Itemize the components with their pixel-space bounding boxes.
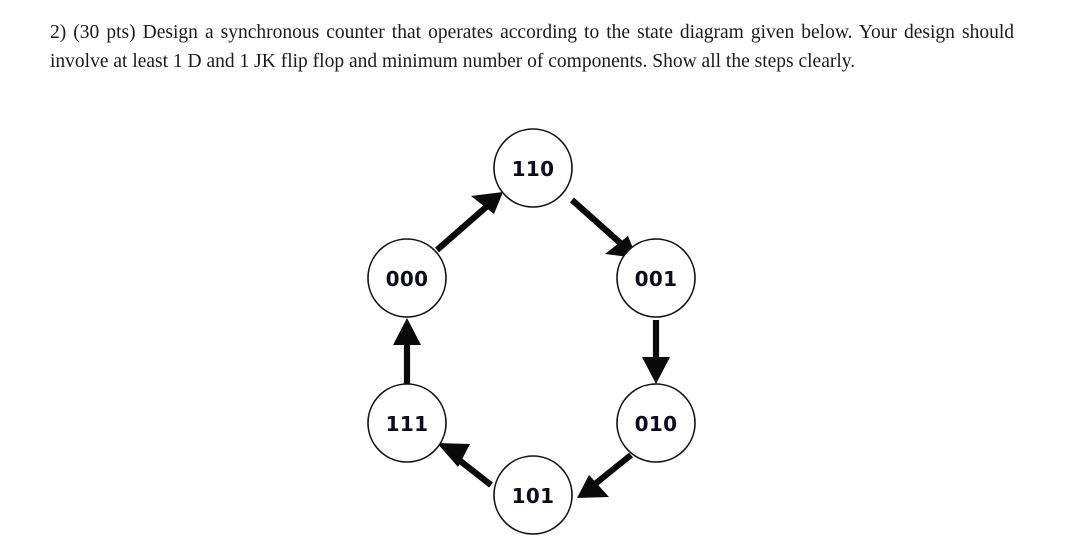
transition-010-to-101-arrowhead <box>577 475 609 498</box>
state-node-110-label: 110 <box>512 157 555 181</box>
state-node-000-label: 000 <box>386 267 429 291</box>
state-node-010-label: 010 <box>635 412 678 436</box>
state-node-000[interactable]: 000 <box>367 238 447 318</box>
transition-000-to-110 <box>434 192 503 253</box>
state-diagram-svg: 110 000 001 111 010 101 <box>367 128 696 535</box>
state-node-111-label: 111 <box>386 412 429 436</box>
transition-111-to-000-arrowhead <box>393 318 421 345</box>
state-node-110-circle[interactable] <box>493 128 573 208</box>
state-node-111-circle[interactable] <box>367 383 447 463</box>
question-text-block: 2) (30 pts) Design a synchronous counter… <box>50 18 1014 76</box>
transition-010-to-101 <box>577 452 633 498</box>
state-node-101[interactable]: 101 <box>493 455 573 535</box>
transition-001-to-010 <box>642 320 670 384</box>
transition-010-to-101-line <box>588 452 633 491</box>
question-paragraph: 2) (30 pts) Design a synchronous counter… <box>50 22 1014 72</box>
state-node-001[interactable]: 001 <box>616 238 696 318</box>
state-node-110[interactable]: 110 <box>493 128 573 208</box>
state-node-111[interactable]: 111 <box>367 383 447 463</box>
state-node-101-label: 101 <box>512 484 555 508</box>
transition-000-to-110-arrowhead <box>471 192 503 214</box>
state-node-001-circle[interactable] <box>616 238 696 318</box>
state-node-001-label: 001 <box>635 267 678 291</box>
transition-101-to-111-arrowhead <box>437 443 470 467</box>
state-node-010-circle[interactable] <box>616 383 696 463</box>
transition-001-to-010-arrowhead <box>642 357 670 384</box>
transition-101-to-111 <box>437 443 493 488</box>
transition-111-to-000 <box>393 318 421 384</box>
transition-110-to-001 <box>569 197 637 258</box>
state-node-000-circle[interactable] <box>367 238 447 318</box>
state-diagram-container: 110 000 001 111 010 101 <box>0 108 1089 558</box>
transition-000-to-110-line <box>434 198 496 253</box>
state-node-010[interactable]: 010 <box>616 383 696 463</box>
transition-110-to-001-line <box>569 197 630 252</box>
state-node-101-circle[interactable] <box>493 455 573 535</box>
